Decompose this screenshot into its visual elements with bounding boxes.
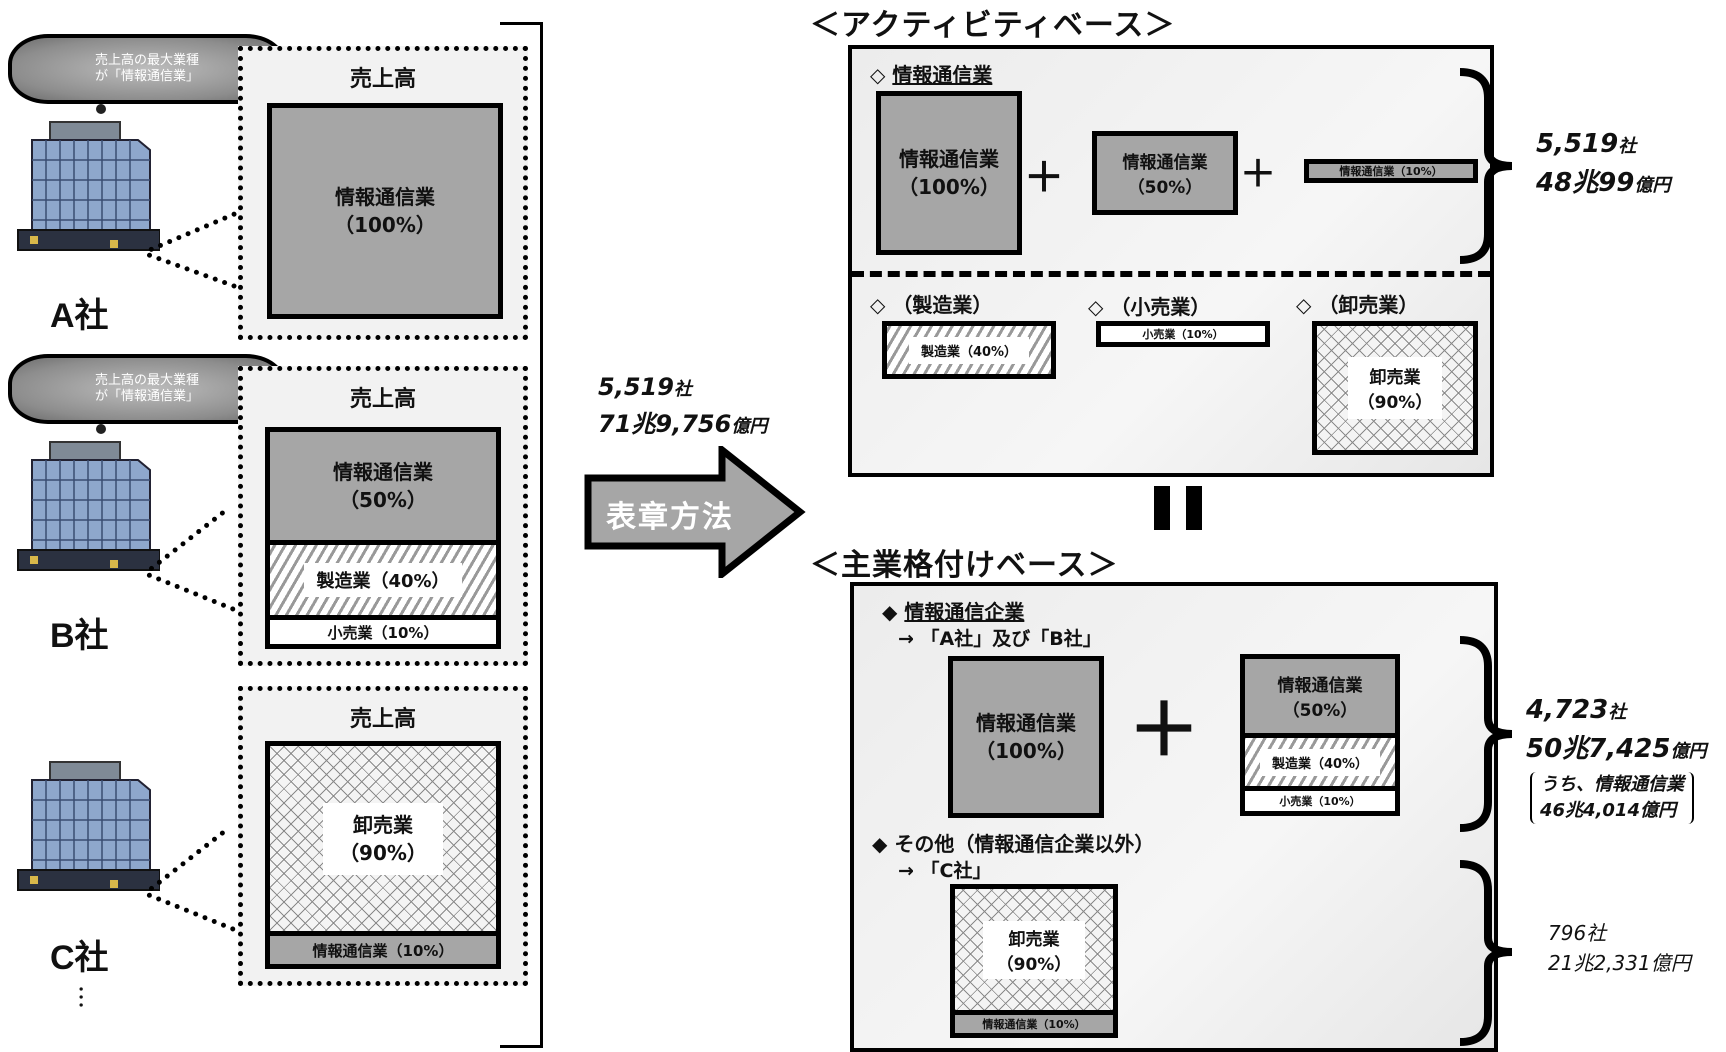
activity-block-info-50: 情報通信業 （50%） xyxy=(1092,131,1238,215)
sales-box-a: 売上高 情報通信業 （100%） xyxy=(238,46,528,340)
segment-wholesale-90: 卸売業 （90%） xyxy=(270,746,496,936)
connector-a-bottom xyxy=(146,252,238,290)
plus-icon: ＋ xyxy=(1128,688,1201,772)
curly-brace-info-firms xyxy=(1459,636,1513,832)
connector-b-bottom xyxy=(146,572,237,613)
main-other-result-sales: 21兆2,331 xyxy=(1548,951,1651,975)
main-segment-info-50: 情報通信業 （50%） xyxy=(1245,659,1395,738)
segment-retail-10: 小売業（10%） xyxy=(270,620,496,644)
activity-block-manufacturing-40: 製造業（40%） xyxy=(882,321,1056,379)
activity-base-title: ＜アクティビティベース＞ xyxy=(810,8,1176,43)
cloud-text-line-1: 売上高の最大業種 xyxy=(94,53,199,68)
segment-info-comm-10: 情報通信業（10%） xyxy=(270,936,496,964)
arrow-label: 表章方法 xyxy=(606,500,734,535)
left-group-bracket xyxy=(500,22,543,1048)
curly-brace-other-firms xyxy=(1459,860,1513,1046)
segment-info-comm-50: 情報通信業 （50%） xyxy=(270,432,496,545)
main-other-header: ◆ その他（情報通信企業以外） xyxy=(872,832,1155,856)
plus-icon: ＋ xyxy=(1024,155,1064,201)
main-info-result-companies: 4,723 xyxy=(1526,695,1609,725)
segment-stack-c: 卸売業 （90%） 情報通信業（10%） xyxy=(265,741,501,969)
cloud-tail-a xyxy=(96,104,106,114)
main-segment-retail-10: 小売業（10%） xyxy=(1245,791,1395,811)
company-label-a: A社 xyxy=(50,297,109,335)
main-block-c-stack: 卸売業 （90%） 情報通信業（10%） xyxy=(950,884,1118,1038)
main-block-info-100: 情報通信業 （100%） xyxy=(948,656,1104,818)
equals-icon xyxy=(1186,486,1202,530)
building-icon-a xyxy=(17,121,160,251)
activity-block-wholesale-90: 卸売業 （90%） xyxy=(1312,321,1478,455)
main-block-b-stack: 情報通信業 （50%） 製造業（40%） 小売業（10%） xyxy=(1240,654,1400,816)
main-business-panel: ◆ 情報通信企業 → 「A社」及び「B社」 情報通信業 （100%） ＋ 情報通… xyxy=(850,582,1498,1052)
building-icon-c xyxy=(17,761,160,891)
main-business-base-title: ＜主業格付けベース＞ xyxy=(810,548,1119,583)
main-other-sub: → 「C社」 xyxy=(898,860,992,882)
main-info-result-note: うち、情報通信業 46兆4,014億円 xyxy=(1530,772,1694,824)
activity-base-panel: ◇ 情報通信業 情報通信業 （100%） ＋ 情報通信業 （50%） ＋ 情報通… xyxy=(848,45,1494,477)
cloud-text-line-1: 売上高の最大業種 xyxy=(94,373,199,388)
total-companies: 5,519 xyxy=(598,373,674,401)
sales-box-title: 売上高 xyxy=(349,387,416,412)
company-label-b: B社 xyxy=(50,617,109,655)
activity-block-retail-10: 小売業（10%） xyxy=(1096,321,1270,347)
company-label-c: C社 xyxy=(50,939,109,977)
segment-stack-b: 情報通信業 （50%） 製造業（40%） 小売業（10%） xyxy=(265,427,501,649)
curly-brace-activity xyxy=(1459,68,1513,264)
activity-block-info-100: 情報通信業 （100%） xyxy=(876,91,1022,255)
ellipsis-more-companies: ･･･ xyxy=(71,985,90,1010)
plus-icon: ＋ xyxy=(1240,154,1277,195)
main-info-header: ◆ 情報通信企業 xyxy=(882,600,1025,624)
main-segment-wholesale-90: 卸売業 （90%） xyxy=(955,889,1113,1015)
total-figures: 5,519社 71兆9,756億円 xyxy=(598,373,768,438)
connector-c-bottom xyxy=(146,892,237,933)
activity-manufacturing-header: ◇ （製造業） xyxy=(870,293,993,317)
activity-info-header: ◇ 情報通信業 xyxy=(870,63,993,87)
segment-info-comm-100: 情報通信業 （100%） xyxy=(267,103,503,319)
connector-a-top xyxy=(148,210,238,253)
segment-manufacturing-40: 製造業（40%） xyxy=(270,545,496,620)
dashed-divider xyxy=(852,271,1490,277)
activity-block-info-10: 情報通信業（10%） xyxy=(1304,159,1478,183)
sales-box-c: 売上高 卸売業 （90%） 情報通信業（10%） xyxy=(238,686,528,986)
main-other-result: 796社 21兆2,331億円 xyxy=(1548,921,1691,975)
cloud-tail-b xyxy=(96,424,106,434)
sales-box-title: 売上高 xyxy=(349,67,416,92)
main-info-result-sales: 50兆7,425 xyxy=(1526,734,1671,764)
activity-result: 5,519社 48兆99億円 xyxy=(1536,129,1671,198)
main-segment-manufacturing-40: 製造業（40%） xyxy=(1245,738,1395,791)
main-info-result: 4,723社 50兆7,425億円 xyxy=(1526,695,1707,764)
main-segment-info-10: 情報通信業（10%） xyxy=(955,1015,1113,1033)
activity-result-companies: 5,519 xyxy=(1536,129,1619,159)
sales-box-title: 売上高 xyxy=(349,707,416,732)
main-other-result-companies: 796 xyxy=(1548,921,1587,945)
activity-retail-header: ◇ （小売業） xyxy=(1088,295,1211,319)
equals-icon xyxy=(1154,486,1170,530)
building-icon-b xyxy=(17,441,160,571)
cloud-text-line-2: が「情報通信業」 xyxy=(94,389,199,404)
activity-wholesale-header: ◇ （卸売業） xyxy=(1296,293,1419,317)
total-sales: 71兆9,756 xyxy=(598,410,732,438)
main-info-sub: → 「A社」及び「B社」 xyxy=(898,628,1102,650)
cloud-text-line-2: が「情報通信業」 xyxy=(94,69,199,84)
sales-box-b: 売上高 情報通信業 （50%） 製造業（40%） 小売業（10%） xyxy=(238,366,528,666)
arrow-icon xyxy=(584,446,806,578)
activity-result-sales: 48兆99 xyxy=(1536,168,1635,198)
